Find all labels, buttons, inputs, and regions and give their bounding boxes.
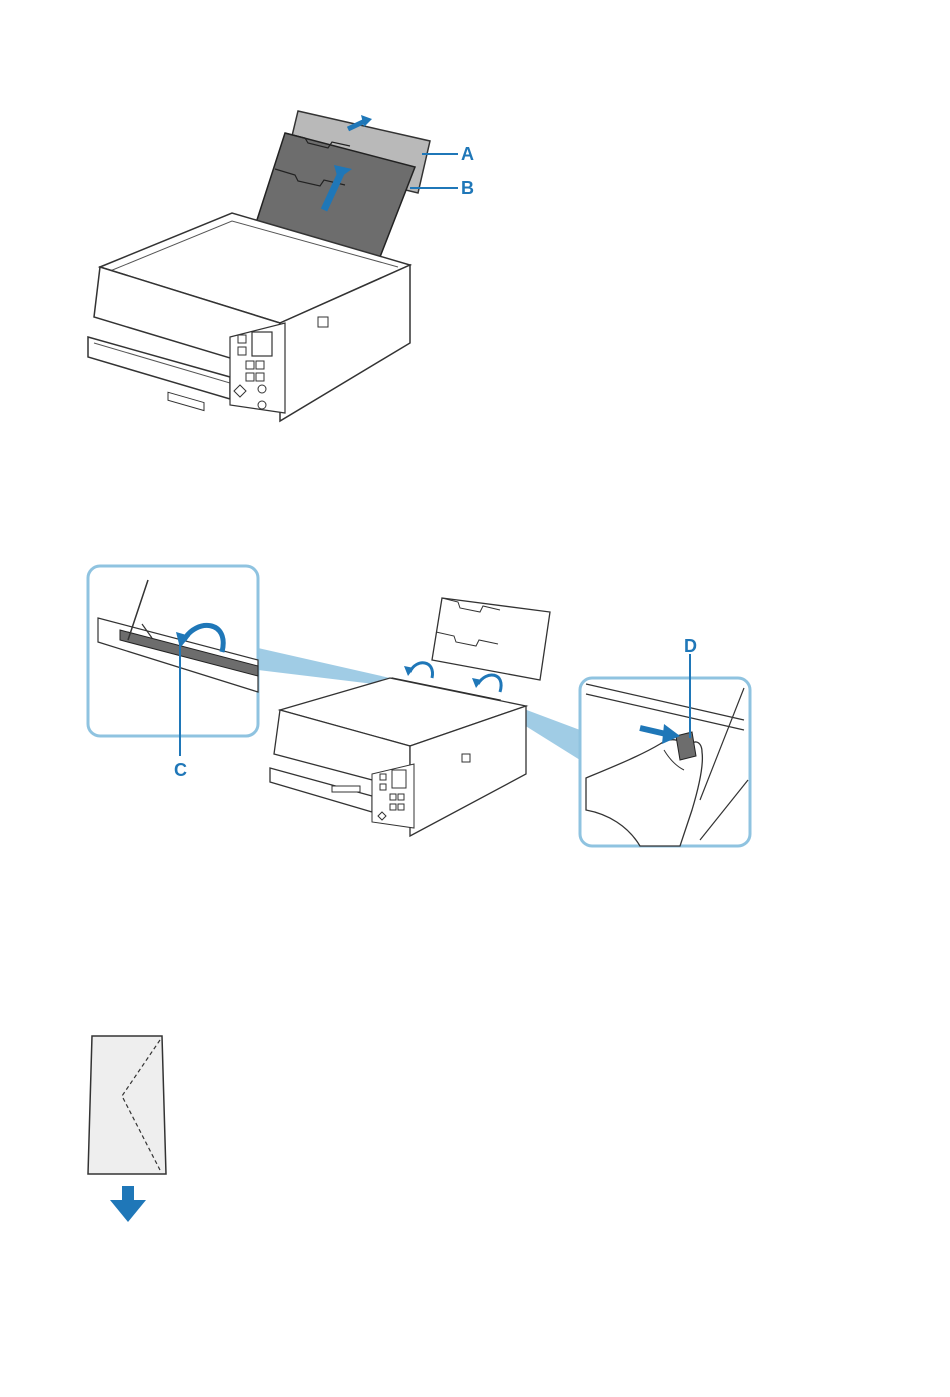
callout-label-d: D — [684, 637, 697, 655]
envelope-icon — [88, 1036, 166, 1174]
magnified-view-feed-slot-cover — [88, 566, 258, 756]
curved-arrow-icon — [472, 675, 501, 692]
curved-arrow-icon — [404, 663, 433, 678]
envelope-orientation-illustration — [80, 1030, 190, 1230]
callout-label-a: A — [461, 145, 474, 163]
magnified-view-paper-guide — [580, 654, 750, 846]
printer-paper-support-illustration — [80, 105, 500, 430]
callout-label-b: B — [461, 179, 474, 197]
printer-illustration — [270, 598, 550, 836]
feed-slot-cover-illustration — [80, 560, 760, 855]
arrow-down-icon — [110, 1186, 146, 1222]
callout-label-c: C — [174, 761, 187, 779]
